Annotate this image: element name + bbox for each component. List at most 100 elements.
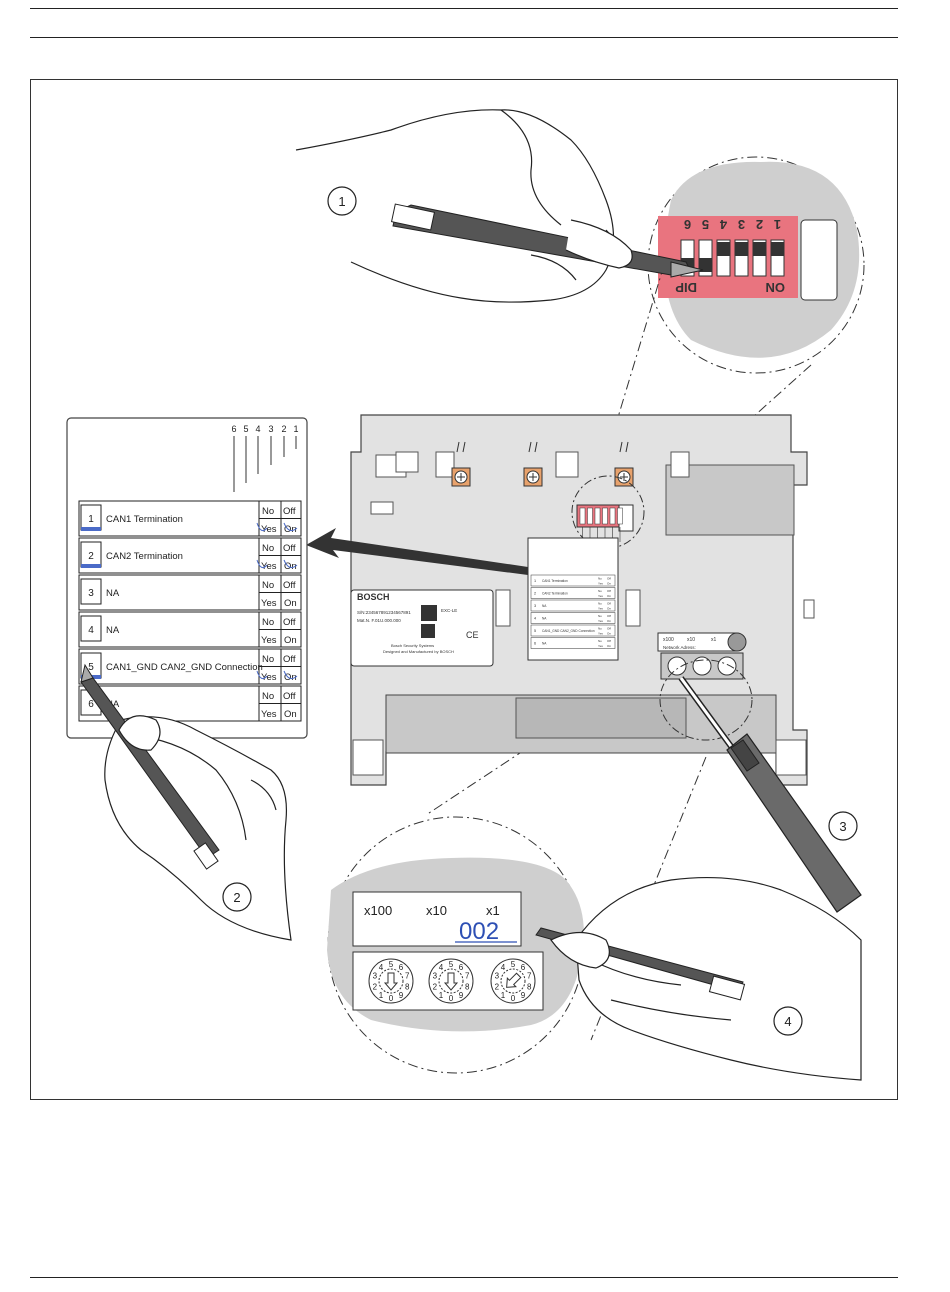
row-number: 4 bbox=[88, 625, 94, 636]
rotary-digit: 9 bbox=[459, 991, 464, 1000]
hand-bottom-finger bbox=[550, 931, 610, 969]
plate-slot bbox=[435, 451, 455, 478]
row-on: On bbox=[284, 598, 297, 609]
svg-text:2: 2 bbox=[233, 890, 240, 905]
plate-slot bbox=[555, 451, 579, 478]
hand-top-finger bbox=[565, 219, 633, 269]
dip-position-number: 1 bbox=[774, 217, 781, 232]
rotary-digit: 0 bbox=[449, 994, 454, 1003]
row-no: No bbox=[262, 506, 274, 517]
plate-slot bbox=[370, 501, 394, 515]
row-off: Off bbox=[283, 580, 296, 591]
rotary-arrow bbox=[383, 972, 399, 991]
row-label: CAN1 Termination bbox=[106, 514, 183, 525]
row-off: Off bbox=[283, 506, 296, 517]
rotary-digit: 1 bbox=[501, 991, 506, 1000]
rotary-digit: 6 bbox=[521, 963, 526, 972]
board-table-num: 4 bbox=[534, 617, 536, 621]
board-x100: x100 bbox=[663, 637, 674, 643]
plate-slot bbox=[625, 589, 641, 627]
board-table-no: No bbox=[598, 627, 602, 631]
row-number: 6 bbox=[88, 699, 94, 710]
board-table-yes: Yes bbox=[598, 619, 603, 623]
row-number: 3 bbox=[88, 588, 94, 599]
board-table-num: 3 bbox=[534, 604, 536, 608]
address-label-plate bbox=[352, 891, 522, 947]
rotary-digit: 3 bbox=[373, 972, 378, 981]
dip-switch-lever bbox=[735, 242, 748, 256]
dip-position-number: 6 bbox=[684, 217, 691, 232]
rotary-digit: 6 bbox=[399, 963, 404, 972]
rotary-digit: 8 bbox=[405, 982, 410, 991]
board-table-yes: Yes bbox=[598, 594, 603, 598]
dip-header-number: 5 bbox=[243, 424, 248, 434]
dip-switch-lever bbox=[771, 242, 784, 256]
row-on: On bbox=[284, 524, 297, 535]
rotary-digit: 2 bbox=[373, 982, 378, 991]
svg-text:3: 3 bbox=[839, 819, 846, 834]
board-table-no: No bbox=[598, 602, 602, 606]
row-on: On bbox=[284, 672, 297, 683]
dip-header-number: 6 bbox=[231, 424, 236, 434]
dip-position-number: 4 bbox=[719, 217, 727, 232]
board-table-label-text: CAN2 Termination bbox=[542, 592, 568, 596]
rotary-arrow bbox=[443, 972, 459, 991]
rotary-digit: 9 bbox=[399, 991, 404, 1000]
board-table-no: No bbox=[598, 639, 602, 643]
board-table-off: Off bbox=[607, 639, 611, 643]
dip-header-number: 2 bbox=[281, 424, 286, 434]
rotary-digit: 8 bbox=[527, 982, 532, 991]
row-off: Off bbox=[283, 617, 296, 628]
row-yes: Yes bbox=[261, 524, 277, 535]
board-table-on: On bbox=[607, 582, 611, 586]
row-off: Off bbox=[283, 654, 296, 665]
board-table-on: On bbox=[607, 619, 611, 623]
rotary-digit: 9 bbox=[521, 991, 526, 1000]
board-table-off: Off bbox=[607, 602, 611, 606]
board-table-label-text: CAN1 Termination bbox=[542, 579, 568, 583]
plate-foot bbox=[775, 739, 807, 776]
row-yes: Yes bbox=[261, 598, 277, 609]
board-table-off: Off bbox=[607, 589, 611, 593]
row-no: No bbox=[262, 691, 274, 702]
row-label: NA bbox=[106, 625, 120, 636]
row-yes: Yes bbox=[261, 635, 277, 646]
row-no: No bbox=[262, 580, 274, 591]
rotary-digit: 0 bbox=[511, 994, 516, 1003]
plate-foot bbox=[352, 739, 384, 776]
board-table-no: No bbox=[598, 589, 602, 593]
dip-position-number: 3 bbox=[738, 217, 745, 232]
board-table-label-text: CAN1_GND CAN2_GND Connection bbox=[542, 629, 595, 633]
board-table-num: 5 bbox=[534, 629, 536, 633]
row-yes: Yes bbox=[261, 672, 277, 683]
rotary-digit: 5 bbox=[449, 960, 454, 969]
dip-header-number: 3 bbox=[268, 424, 273, 434]
callout-3: 3 bbox=[828, 811, 858, 841]
rotary-digit: 4 bbox=[439, 963, 444, 972]
rotary-digit: 0 bbox=[389, 994, 394, 1003]
rotary-digit: 6 bbox=[459, 963, 464, 972]
rotary-digit: 1 bbox=[439, 991, 444, 1000]
footer-rule bbox=[30, 1277, 898, 1278]
board-table-on: On bbox=[607, 632, 611, 636]
board-table-num: 2 bbox=[534, 592, 536, 596]
dip-header-number: 4 bbox=[255, 424, 260, 434]
board-table-label-text: NA bbox=[542, 642, 547, 646]
rotary-label-x100: x100 bbox=[364, 903, 392, 918]
board-table-no: No bbox=[598, 614, 602, 618]
rotary-digit: 4 bbox=[379, 963, 384, 972]
dip-switch-lever bbox=[699, 258, 712, 272]
board-address-text: Network Adress: bbox=[663, 645, 696, 650]
board-x1: x1 bbox=[711, 637, 717, 643]
row-on: On bbox=[284, 709, 297, 720]
row-yes: Yes bbox=[261, 709, 277, 720]
dip-label: DIP bbox=[675, 280, 697, 295]
board-x10: x10 bbox=[687, 637, 695, 643]
rotary-digit: 2 bbox=[495, 982, 500, 991]
callout-1: 1 bbox=[327, 186, 357, 216]
